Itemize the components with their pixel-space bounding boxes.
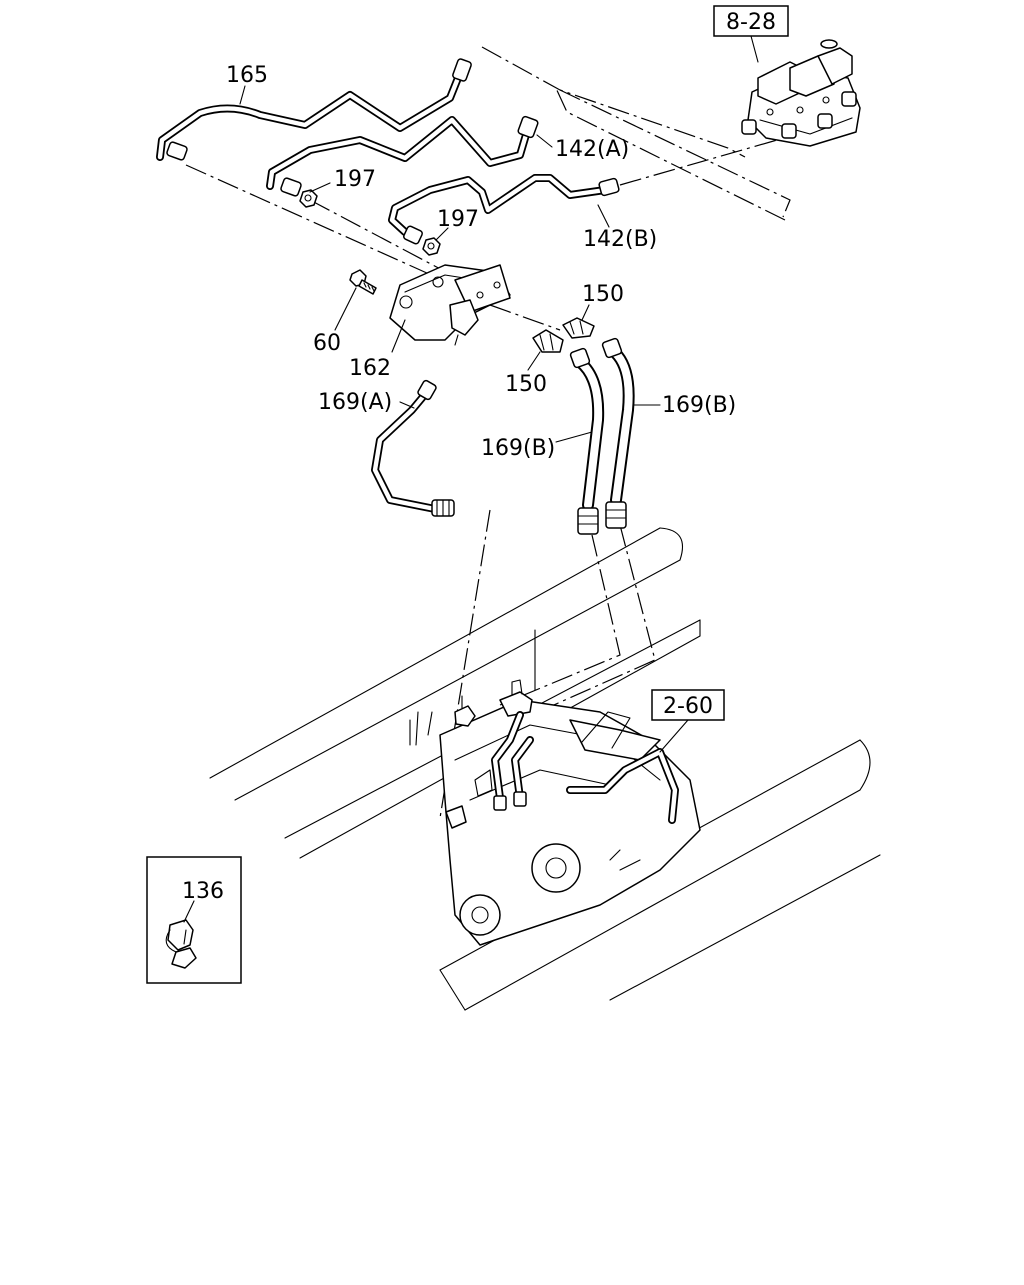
pipe-142b <box>388 174 620 245</box>
callout-labels: 165 142(A) 142(B) 197 197 60 162 150 150… <box>182 63 736 904</box>
clip-136-detail <box>146 856 242 984</box>
pipe-142a <box>266 115 539 197</box>
label-169a: 169(A) <box>318 390 392 415</box>
reference-box-8-28: 8-28 <box>713 5 789 63</box>
label-197-lower: 197 <box>437 207 479 232</box>
ref-label-8-28: 8-28 <box>726 10 776 35</box>
reference-box-2-60: 2-60 <box>651 689 725 753</box>
label-169b-right: 169(B) <box>662 393 736 418</box>
label-169b-left: 169(B) <box>481 436 555 461</box>
detail-box <box>146 856 242 984</box>
bracket-162 <box>389 264 511 346</box>
label-150-upper: 150 <box>582 282 624 307</box>
hoses-169b <box>569 337 635 535</box>
solenoid-valve-assembly <box>741 39 861 147</box>
leader-lines <box>183 85 661 923</box>
label-60: 60 <box>313 331 341 356</box>
alignment-lines <box>185 46 813 819</box>
bolt-60 <box>349 269 377 295</box>
label-136: 136 <box>182 879 224 904</box>
label-197-upper: 197 <box>334 167 376 192</box>
pipe-165 <box>156 58 472 161</box>
label-162: 162 <box>349 356 391 381</box>
fittings-150 <box>532 317 595 353</box>
nuts-197 <box>299 189 441 256</box>
label-142b: 142(B) <box>583 227 657 252</box>
ref-label-2-60: 2-60 <box>663 694 713 719</box>
label-165: 165 <box>226 63 268 88</box>
label-142a: 142(A) <box>555 137 629 162</box>
label-150-lower: 150 <box>505 372 547 397</box>
hose-169a <box>371 379 455 517</box>
pump-assembly <box>409 679 701 946</box>
